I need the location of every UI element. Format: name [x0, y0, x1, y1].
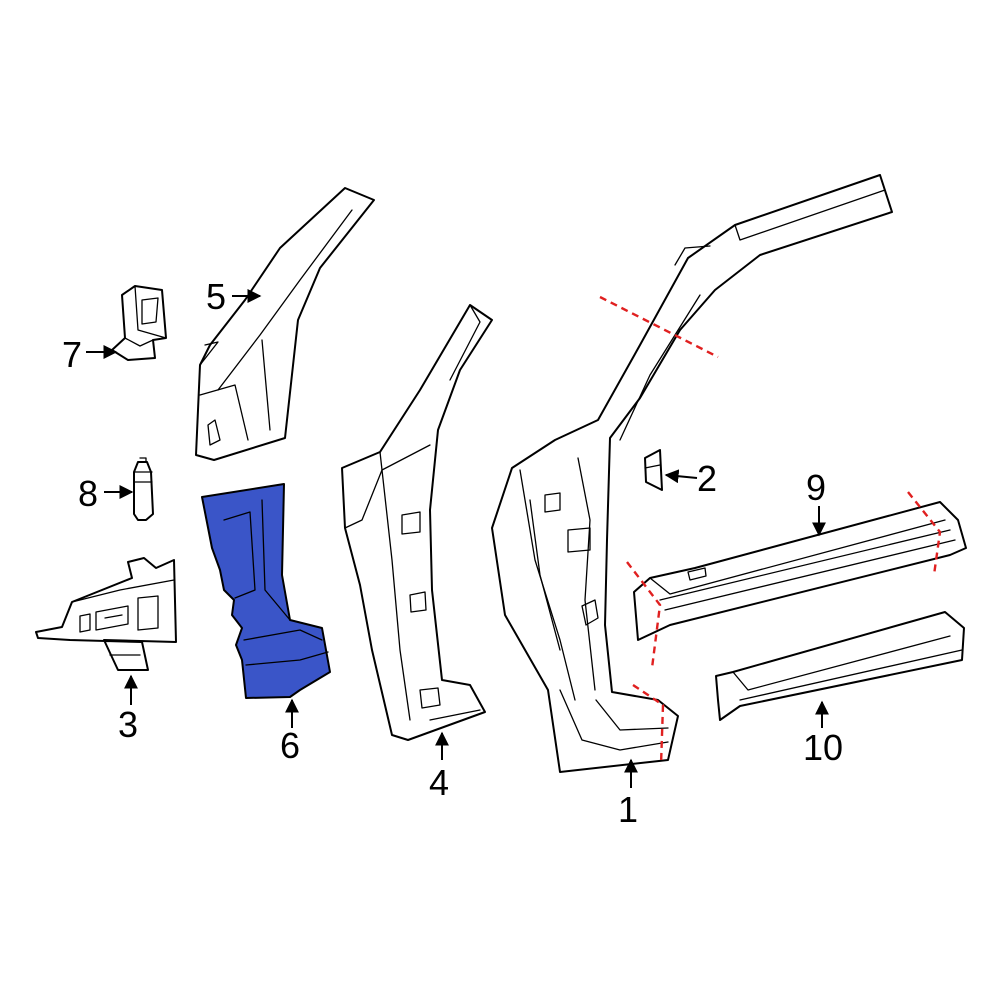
- callout-1-label: 1: [618, 789, 638, 830]
- callout-6-label: 6: [280, 725, 300, 766]
- part-9-rocker[interactable]: [633, 501, 967, 641]
- part-3-bracket[interactable]: [35, 557, 177, 671]
- cut-line: [632, 684, 665, 766]
- part-1-pillar-outer[interactable]: [491, 174, 893, 773]
- callout-2[interactable]: 2: [664, 458, 717, 499]
- callout-3-label: 3: [118, 704, 138, 745]
- part-6-reinforcement[interactable]: [201, 483, 331, 699]
- part-10-rocker-inner[interactable]: [715, 611, 965, 721]
- callout-3[interactable]: 3: [118, 674, 138, 745]
- part-7-bracket[interactable]: [111, 285, 167, 361]
- callout-8-label: 8: [78, 473, 98, 514]
- part-5-upper-pillar[interactable]: [195, 187, 375, 461]
- part-1-cut-lines: [599, 295, 719, 766]
- callout-1[interactable]: 1: [618, 758, 638, 830]
- callout-8[interactable]: 8: [78, 473, 134, 514]
- callout-7-label: 7: [62, 334, 82, 375]
- cut-line: [907, 491, 942, 576]
- cut-line: [626, 561, 662, 669]
- callout-5-label: 5: [206, 276, 226, 317]
- part-9-cut-lines: [626, 491, 942, 669]
- callout-4[interactable]: 4: [429, 731, 449, 803]
- callout-4-label: 4: [429, 762, 449, 803]
- callout-10-label: 10: [803, 727, 843, 768]
- callout-2-label: 2: [697, 458, 717, 499]
- callout-9-label: 9: [806, 467, 826, 508]
- callout-6[interactable]: 6: [280, 698, 300, 766]
- cut-line: [599, 295, 719, 359]
- callout-10[interactable]: 10: [803, 700, 843, 768]
- callout-5[interactable]: 5: [206, 276, 262, 317]
- part-2-bracket[interactable]: [644, 449, 663, 491]
- callout-9[interactable]: 9: [806, 467, 826, 537]
- part-4-pillar-inner[interactable]: [341, 304, 493, 741]
- callout-7[interactable]: 7: [62, 334, 118, 375]
- part-8-plug[interactable]: [133, 457, 154, 521]
